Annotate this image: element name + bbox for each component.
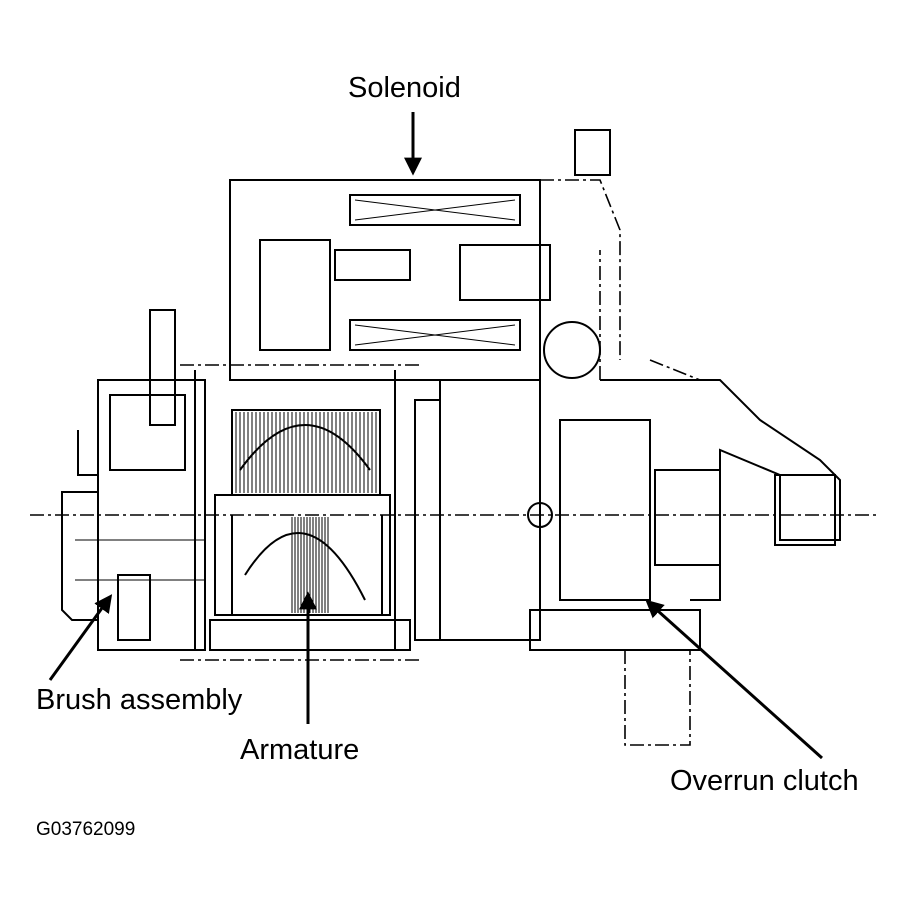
brush-assembly-arrow (48, 594, 113, 681)
yoke-frame (180, 364, 441, 661)
figure-code: G03762099 (36, 819, 136, 840)
overrun-clutch-label: Overrun clutch (670, 765, 859, 797)
brush-holder-housing (61, 309, 206, 651)
armature-core (209, 409, 411, 651)
brush-assembly-label: Brush assembly (36, 684, 243, 716)
solenoid-label: Solenoid (348, 72, 461, 104)
solenoid-body (229, 129, 621, 381)
armature-label: Armature (240, 734, 360, 766)
drive-housing (439, 250, 841, 746)
overrun-clutch-arrow (645, 599, 824, 760)
